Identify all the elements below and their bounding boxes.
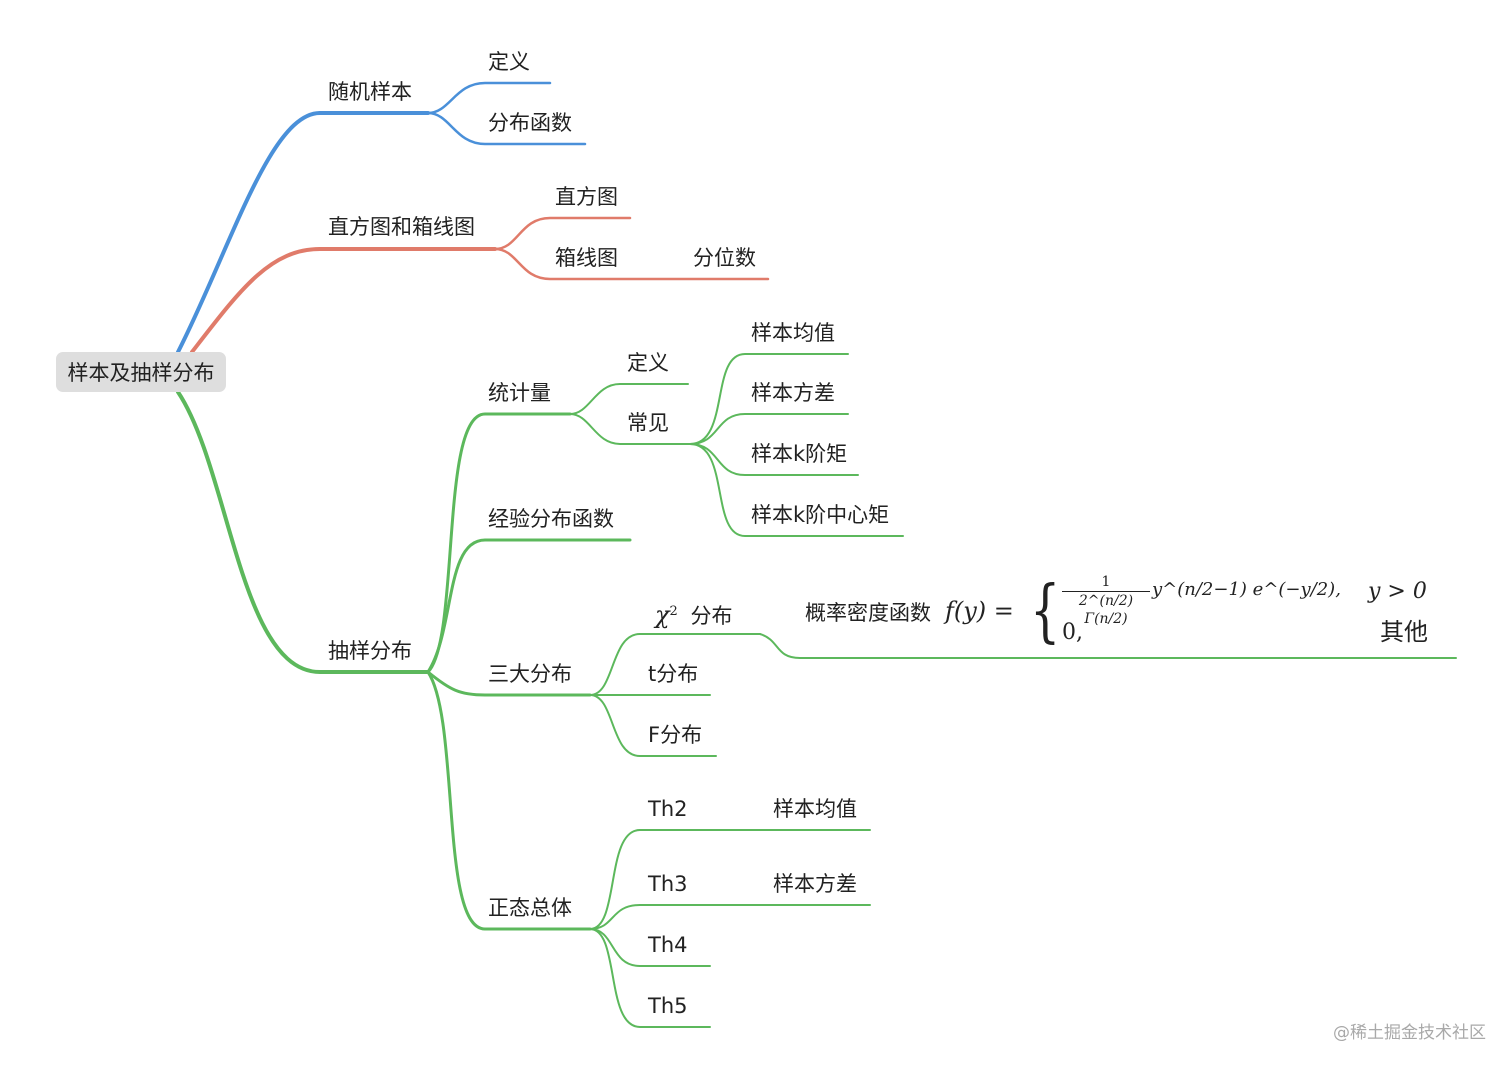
branch-edges-random-sample	[176, 111, 430, 354]
node-normal-population[interactable]: 正态总体	[488, 896, 572, 920]
chi-symbol: χ	[655, 601, 670, 629]
node-histogram[interactable]: 直方图	[555, 185, 618, 209]
node-boxplot[interactable]: 箱线图	[555, 246, 618, 270]
chi-label: 分布	[690, 604, 733, 628]
node-sample-mean[interactable]: 样本均值	[751, 321, 835, 345]
node-sample-variance[interactable]: 样本方差	[751, 381, 835, 405]
node-chi-square[interactable]: χ2 分布	[655, 600, 733, 628]
node-three-distributions[interactable]: 三大分布	[488, 662, 572, 686]
watermark: @稀土掘金技术社区	[1333, 1023, 1486, 1043]
node-definition[interactable]: 定义	[488, 50, 530, 74]
node-th4[interactable]: Th4	[648, 933, 688, 957]
node-sample-k-central-moment[interactable]: 样本k阶中心矩	[751, 503, 890, 527]
node-th2[interactable]: Th2	[648, 797, 688, 821]
node-statistic-definition[interactable]: 定义	[627, 351, 669, 375]
formula-numerator: 1	[1062, 574, 1150, 592]
node-th3[interactable]: Th3	[648, 872, 688, 896]
formula-case-2: 0,	[1062, 620, 1083, 645]
branch-edges-sampling	[176, 390, 430, 674]
node-sample-k-moment[interactable]: 样本k阶矩	[751, 442, 848, 466]
formula-brace: {	[1030, 572, 1061, 651]
node-th5[interactable]: Th5	[648, 994, 688, 1018]
node-th3-sample-variance[interactable]: 样本方差	[773, 872, 857, 896]
node-th2-sample-mean[interactable]: 样本均值	[773, 797, 857, 821]
node-f-distribution[interactable]: F分布	[648, 723, 703, 747]
node-empirical-distribution[interactable]: 经验分布函数	[488, 507, 614, 531]
formula-condition-2: 其他	[1380, 618, 1428, 646]
formula-term: y^(n/2−1) e^(−y/2),	[1152, 579, 1341, 600]
chi-exponent: 2	[669, 604, 678, 619]
node-quantile[interactable]: 分位数	[693, 246, 756, 270]
node-random-sample[interactable]: 随机样本	[328, 80, 412, 104]
formula-denominator: 2^(n/2) Γ(n/2)	[1078, 593, 1134, 627]
node-common[interactable]: 常见	[627, 411, 669, 435]
node-distribution-function[interactable]: 分布函数	[488, 111, 572, 135]
formula-condition-1: y > 0	[1368, 579, 1427, 604]
formula-fraction: 1 2^(n/2) Γ(n/2)	[1062, 574, 1150, 628]
node-histogram-boxplot[interactable]: 直方图和箱线图	[328, 215, 475, 239]
root-node[interactable]: 样本及抽样分布	[56, 352, 226, 392]
node-statistic[interactable]: 统计量	[488, 381, 551, 405]
node-t-distribution[interactable]: t分布	[648, 662, 699, 686]
branch-edges-histogram	[190, 247, 497, 354]
formula-fy: f(y) =	[945, 597, 1014, 625]
node-sampling-distribution[interactable]: 抽样分布	[328, 639, 412, 663]
formula-label: 概率密度函数	[805, 601, 931, 625]
